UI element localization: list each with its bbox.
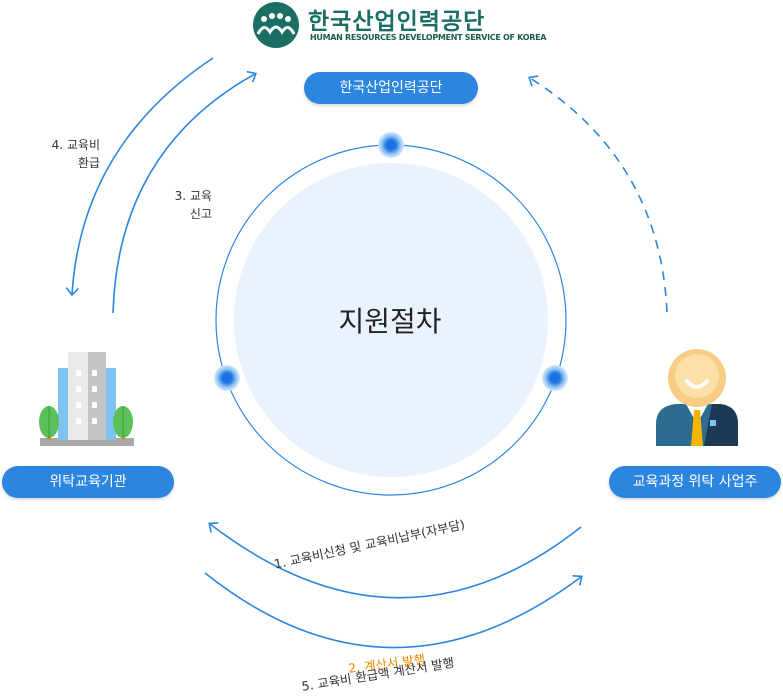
arrow-step1 bbox=[208, 522, 582, 599]
node-hrd-korea[interactable]: 한국산업인력공단 bbox=[304, 72, 478, 104]
node-dot-left bbox=[214, 365, 240, 391]
arrow-step3 bbox=[112, 70, 257, 314]
arrow-step4 bbox=[65, 57, 214, 297]
step4-label: 4. 교육비 환급 bbox=[38, 136, 100, 172]
step4-line2: 환급 bbox=[77, 156, 100, 170]
node-employer[interactable]: 교육과정 위탁 사업주 bbox=[609, 466, 781, 498]
hrd-korea-logo: 한국산업인력공단 HUMAN RESOURCES DEVELOPMENT SER… bbox=[250, 2, 546, 48]
arrow-dashed-right-to-top bbox=[528, 75, 668, 313]
node-training-institution[interactable]: 위탁교육기관 bbox=[2, 466, 174, 498]
step3-line1: 3. 교육 bbox=[174, 189, 212, 203]
node-dot-right bbox=[542, 365, 568, 391]
step3-label: 3. 교육 신고 bbox=[152, 187, 212, 223]
hrd-korea-logo-icon bbox=[253, 2, 299, 48]
logo-subtitle: HUMAN RESOURCES DEVELOPMENT SERVICE OF K… bbox=[310, 33, 547, 42]
arrow-step2-5 bbox=[204, 572, 583, 649]
node-dot-top bbox=[378, 132, 404, 158]
logo-title: 한국산업인력공단 bbox=[308, 9, 486, 35]
businessman-icon bbox=[656, 349, 738, 446]
center-circle bbox=[234, 163, 548, 477]
center-title: 지원절차 bbox=[338, 305, 442, 338]
step4-line1: 4. 교육비 bbox=[51, 138, 100, 152]
building-icon bbox=[39, 352, 134, 446]
step3-line2: 신고 bbox=[189, 207, 212, 221]
